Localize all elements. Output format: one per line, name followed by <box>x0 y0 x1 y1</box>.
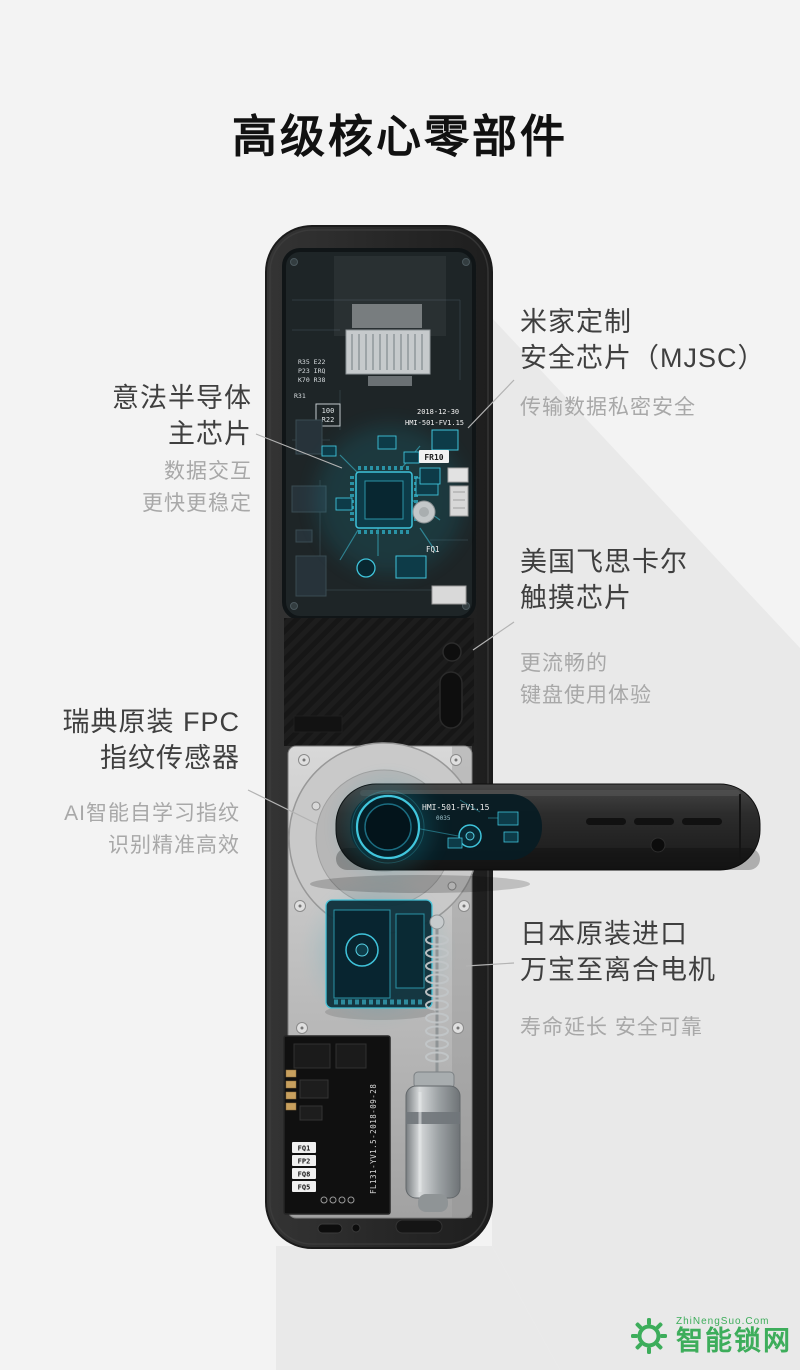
watermark-logo: ZhiNengSuo.Com 智能锁网 <box>629 1316 792 1356</box>
callout-title: 美国飞思卡尔 触摸芯片 <box>520 544 688 616</box>
security-chip <box>431 429 459 451</box>
clutch-motor <box>318 892 438 1020</box>
title-line-1: 意法半导体 <box>112 383 252 413</box>
handle-model: HMI-501-FV1.15 <box>422 803 490 812</box>
bottom-connector-labels: FQ1 FP2 FQ8 FQ5 <box>292 1142 316 1192</box>
crystal-ring <box>356 558 376 578</box>
handle-grip-slots <box>586 818 722 825</box>
silkscreen-labels: R35 E22 P23 IRQ K70 R38 R31 <box>294 358 325 400</box>
callout-main-chip: 意法半导体 主芯片 数据交互 更快更稳定 <box>112 380 252 520</box>
callout-title: 意法半导体 主芯片 <box>112 380 252 452</box>
sub-line-1: 更流畅的 <box>520 652 608 675</box>
svg-text:FQ1: FQ1 <box>298 1145 311 1153</box>
callout-mjsc: 米家定制 安全芯片（MJSC） 传输数据私密安全 <box>520 304 766 424</box>
handle-code: 0035 <box>436 815 451 822</box>
speaker-slot <box>439 671 463 729</box>
label-fq1: FQ1 <box>426 545 440 554</box>
label-fr10: FR10 <box>419 450 449 463</box>
sub-line-1: 寿命延长 安全可靠 <box>520 1016 703 1039</box>
callout-line-motor <box>465 962 515 967</box>
svg-text:R22: R22 <box>322 416 335 424</box>
callout-fpc-sensor: 瑞典原装 FPC 指纹传感器 AI智能自学习指纹 识别精准高效 <box>62 704 240 862</box>
sub-line-2: 键盘使用体验 <box>520 684 652 707</box>
callout-touch-chip: 美国飞思卡尔 触摸芯片 更流畅的 键盘使用体验 <box>520 544 688 712</box>
svg-text:R31: R31 <box>294 392 306 400</box>
title-line-2: 触摸芯片 <box>520 583 632 613</box>
callout-subtitle: AI智能自学习指纹 识别精准高效 <box>62 798 240 862</box>
sub-line-2: 更快更稳定 <box>142 492 252 515</box>
svg-text:FP2: FP2 <box>298 1158 311 1166</box>
handle: HMI-501-FV1.15 0035 <box>310 782 761 893</box>
gold-pads <box>285 1069 297 1111</box>
smd-components <box>291 419 327 597</box>
ribbon-connector <box>345 329 431 386</box>
spindle-cylinder <box>405 1071 461 1212</box>
svg-text:FQ8: FQ8 <box>298 1171 311 1179</box>
sub-line-2: 识别精准高效 <box>108 834 240 857</box>
title-line-2: 主芯片 <box>168 419 252 449</box>
handle-button <box>650 837 666 853</box>
carbon-panel <box>284 618 474 746</box>
callout-line-mjsc <box>467 379 515 429</box>
handle-pcb: HMI-501-FV1.15 0035 <box>343 782 542 872</box>
sub-line-1: AI智能自学习指纹 <box>64 802 240 825</box>
cyan-components <box>321 435 441 511</box>
sub-line-1: 传输数据私密安全 <box>520 396 696 419</box>
callout-motor: 日本原装进口 万宝至离合电机 寿命延长 安全可靠 <box>520 916 716 1044</box>
main-chip <box>350 466 418 534</box>
pcb-screws <box>290 258 470 610</box>
svg-text:K70 R38: K70 R38 <box>298 376 325 384</box>
callout-title: 瑞典原装 FPC 指纹传感器 <box>62 704 240 776</box>
callout-line-touch <box>472 621 515 651</box>
title-line-2: 指纹传感器 <box>100 743 240 773</box>
touch-chip <box>395 555 427 579</box>
callout-subtitle: 寿命延长 安全可靠 <box>520 1012 716 1044</box>
white-connectors <box>431 467 469 605</box>
callout-line-fpc <box>247 789 318 825</box>
component-box-100: 100 R22 <box>315 403 341 427</box>
pcb-date: 2018-12-30 <box>417 408 459 416</box>
reset-hole <box>442 642 462 662</box>
svg-text:FQ5: FQ5 <box>298 1184 311 1192</box>
svg-text:100: 100 <box>322 407 335 415</box>
title-line-2: 万宝至离合电机 <box>520 955 716 985</box>
page-title: 高级核心零部件 <box>231 111 568 162</box>
spring-cable <box>425 914 449 1080</box>
title-line-2: 安全芯片（MJSC） <box>520 343 766 373</box>
callout-lines <box>247 379 515 967</box>
bottom-ports <box>317 1219 443 1234</box>
plate-screws <box>294 754 470 1034</box>
svg-text:P23 IRQ: P23 IRQ <box>298 367 325 375</box>
title-line-1: 日本原装进口 <box>520 919 688 949</box>
svg-text:FR10: FR10 <box>424 453 443 462</box>
callout-title: 日本原装进口 万宝至离合电机 <box>520 916 716 988</box>
fingerprint-sensor <box>351 790 425 864</box>
callout-line-main-chip <box>255 433 343 469</box>
callout-title: 米家定制 安全芯片（MJSC） <box>520 304 766 376</box>
title-line-1: 美国飞思卡尔 <box>520 547 688 577</box>
title-line-1: 瑞典原装 FPC <box>62 707 240 737</box>
title-line-1: 米家定制 <box>520 307 632 337</box>
pcb-model: HMI-501-FV1.15 <box>405 419 464 427</box>
sub-line-1: 数据交互 <box>164 460 252 483</box>
watermark-site-name: 智能锁网 <box>676 1326 792 1357</box>
test-points <box>320 1196 355 1204</box>
bottom-pcb: FQ1 FP2 FQ8 FQ5 FL131-YV1.5-2018-09-28 <box>283 1035 391 1215</box>
gear-icon <box>631 1318 667 1354</box>
callout-subtitle: 传输数据私密安全 <box>520 392 766 424</box>
watermark-text: ZhiNengSuo.Com 智能锁网 <box>676 1315 792 1357</box>
callout-subtitle: 数据交互 更快更稳定 <box>112 456 252 520</box>
watermark-site-url: ZhiNengSuo.Com <box>676 1315 770 1327</box>
bottom-board-code: FL131-YV1.5-2018-09-28 <box>369 1084 378 1194</box>
main-pcb: R35 E22 P23 IRQ K70 R38 R31 100 R22 <box>282 248 476 620</box>
svg-text:R35 E22: R35 E22 <box>298 358 325 366</box>
callout-subtitle: 更流畅的 键盘使用体验 <box>520 648 688 712</box>
